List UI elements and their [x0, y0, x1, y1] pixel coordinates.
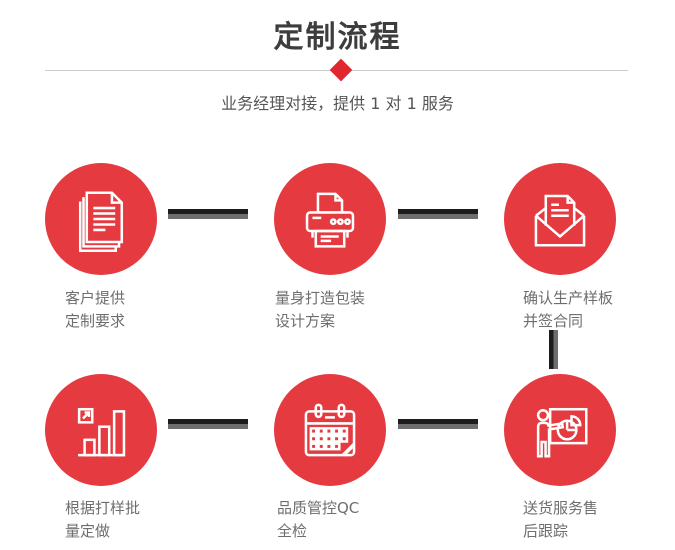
step-label-line: 根据打样批: [65, 499, 141, 517]
step-circle: [45, 163, 157, 275]
step-circle: [45, 374, 157, 486]
step-circle: [504, 163, 616, 275]
step-label: 量身打造包装 设计方案: [275, 287, 365, 333]
step-label-line: 客户提供: [65, 289, 126, 307]
connector-horizontal: [168, 209, 248, 219]
presentation-pie-chart-icon: [536, 407, 588, 458]
connector-vertical: [549, 330, 558, 369]
step-label: 送货服务售 后跟踪: [523, 497, 598, 543]
diamond-icon: [329, 58, 353, 82]
step-label-line: 设计方案: [275, 312, 336, 330]
step-label: 品质管控QC 全检: [277, 497, 359, 543]
step-label-line: 全检: [277, 522, 308, 540]
step-label: 根据打样批 量定做: [65, 497, 140, 543]
open-envelope-letter-icon: [534, 194, 586, 247]
step-label-line: 量定做: [65, 522, 111, 540]
stacked-documents-icon: [78, 191, 124, 252]
printer-icon: [305, 192, 355, 248]
step-label-line: 并签合同: [523, 312, 584, 330]
step-label-line: 品质管控QC: [277, 499, 360, 517]
step-label: 客户提供 定制要求: [65, 287, 125, 333]
bar-chart-growth-icon: [77, 407, 126, 457]
step-label: 确认生产样板 并签合同: [523, 287, 613, 333]
step-circle: [274, 374, 386, 486]
page-title: 定制流程: [273, 20, 402, 55]
step-label-line: 确认生产样板: [523, 289, 614, 307]
calendar-icon: [304, 403, 356, 457]
step-circle: [504, 374, 616, 486]
step-label-line: 后跟踪: [523, 522, 569, 540]
step-label-line: 送货服务售: [523, 499, 599, 517]
step-label-line: 量身打造包装: [275, 289, 366, 307]
step-label-line: 定制要求: [65, 312, 126, 330]
connector-horizontal: [398, 419, 478, 429]
connector-horizontal: [398, 209, 478, 219]
subtitle: 业务经理对接，提供 1 对 1 服务: [221, 94, 454, 113]
step-circle: [274, 163, 386, 275]
connector-horizontal: [168, 419, 248, 429]
